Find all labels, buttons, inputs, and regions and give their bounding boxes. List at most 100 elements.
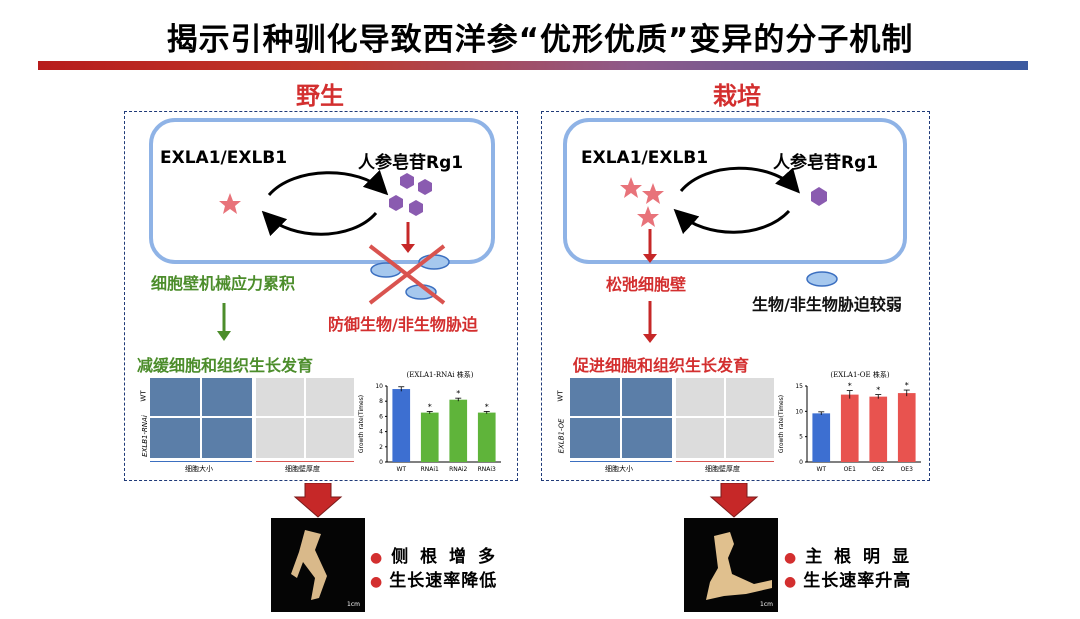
x-tick-label: WT [816, 466, 826, 473]
micrograph-image [676, 378, 724, 416]
cultivated-row-label-oe: EXLB1-OE [557, 418, 566, 454]
ginsenoside-hexagon-icons [389, 173, 432, 216]
significance-mark: * [428, 402, 432, 411]
micrograph-image [570, 378, 620, 416]
bar-OE1 [840, 394, 859, 462]
wild-label: 野生 [296, 82, 344, 110]
wild-root-photo: 1cm [271, 518, 365, 612]
wild-result-text: 减缓细胞和组织生长发育 [137, 356, 314, 375]
wild-gene-label: EXLA1/EXLB1 [160, 148, 288, 168]
expansin-star-icon [219, 193, 241, 214]
cultivated-result-text: 促进细胞和组织生长发育 [573, 356, 750, 375]
wild-bullet-2: ●生长速率降低 [370, 571, 498, 591]
wild-panel [124, 111, 518, 481]
wild-bullet-1: ●侧 根 增 多 [370, 547, 498, 567]
micrograph-image [306, 378, 354, 416]
x-tick-label: OE1 [844, 466, 857, 473]
cultivated-caption-wall-thickness: 细胞壁厚度 [705, 465, 740, 473]
micrograph-image [256, 418, 304, 458]
micrograph-image [150, 418, 200, 458]
y-tick-label: 8 [379, 398, 383, 405]
x-tick-label: OE2 [872, 466, 885, 473]
micrograph-image [622, 418, 672, 458]
wild-row-label-rnai: EXLB1-RNAi [140, 415, 149, 457]
wild-caption-wall-thickness: 细胞壁厚度 [285, 465, 320, 473]
x-tick-label: OE3 [901, 466, 914, 473]
wild-scale-label: 1cm [347, 601, 360, 608]
cultivated-panel [541, 111, 930, 481]
micrograph-image [622, 378, 672, 416]
x-tick-label: WT [396, 466, 406, 473]
bar-RNAi3 [477, 412, 496, 462]
x-tick-label: RNAi2 [449, 466, 467, 473]
cultivated-diagram-graphics [620, 166, 838, 343]
wild-growth-chart: (EXLA1-RNAi 株系) Growth rate(Times) 0 2 4 6 8 10… [358, 370, 501, 473]
wild-diagram-graphics [217, 169, 450, 341]
cycle-arrow-bottom [673, 208, 791, 235]
cultivated-gene-label: EXLA1/EXLB1 [581, 148, 709, 168]
micrograph-image [202, 378, 252, 416]
y-axis-label: Growth rate(Times) [358, 395, 365, 453]
y-tick-label: 5 [799, 434, 803, 441]
cultivated-down-arrow-icon [709, 483, 759, 518]
stress-weak-text: 生物/非生物胁迫较弱 [752, 295, 902, 314]
y-tick-label: 2 [379, 444, 383, 451]
significance-mark: * [876, 386, 880, 395]
defense-text: 防御生物/非生物胁迫 [328, 315, 478, 334]
micrograph-image [202, 418, 252, 458]
page-title: 揭示引种驯化导致西洋参“优形优质”变异的分子机制 [166, 22, 914, 58]
cultivated-scale-label: 1cm [760, 601, 773, 608]
chart-title: (EXLA1-OE 株系) [830, 370, 889, 379]
cell-wall-stress-text: 细胞壁机械应力累积 [151, 274, 296, 293]
cultivated-bullet-2: ●生长速率升高 [784, 571, 912, 591]
micrograph-image [306, 418, 354, 458]
x-tick-label: RNAi1 [421, 466, 439, 473]
y-axis-label: Growth rate(Times) [778, 395, 785, 453]
title-divider [38, 61, 1028, 70]
micrograph-image [726, 378, 774, 416]
microbe-icon [806, 271, 838, 287]
y-tick-label: 6 [379, 413, 383, 420]
bar-WT [392, 389, 411, 462]
significance-mark: * [456, 389, 460, 398]
bar-OE2 [869, 396, 888, 462]
cultivated-row-label-wt: WT [556, 390, 565, 402]
y-tick-label: 4 [379, 429, 383, 436]
significance-mark: * [485, 402, 489, 411]
bar-RNAi1 [420, 412, 439, 462]
wild-caption-cell-size: 细胞大小 [185, 465, 213, 473]
bar-RNAi2 [449, 399, 468, 462]
micrograph-image [676, 418, 724, 458]
bar-OE3 [897, 393, 916, 462]
significance-mark: * [848, 382, 852, 391]
cultivated-root-photo: 1cm [684, 518, 778, 612]
wild-down-arrow-icon [293, 483, 343, 518]
y-tick-label: 10 [795, 408, 803, 415]
expansin-star-icons [620, 177, 664, 227]
wild-ginsenoside-label: 人参皂苷Rg1 [358, 153, 464, 173]
x-tick-label: RNAi3 [478, 466, 496, 473]
ginsenoside-hexagon-icon [811, 187, 827, 206]
cycle-arrow-top [679, 166, 801, 194]
micrograph-image [570, 418, 620, 458]
loosen-wall-text: 松弛细胞壁 [606, 275, 687, 294]
wild-cell [149, 118, 495, 264]
wild-row-label-wt: WT [139, 390, 148, 402]
micrograph-image [150, 378, 200, 416]
micrograph-image [256, 378, 304, 416]
y-tick-label: 15 [795, 383, 803, 390]
cultivated-cell [563, 118, 907, 264]
micrograph-image [726, 418, 774, 458]
y-tick-label: 0 [379, 459, 383, 466]
y-tick-label: 10 [375, 383, 383, 390]
bar-WT [812, 413, 831, 462]
cultivated-caption-cell-size: 细胞大小 [605, 465, 633, 473]
chart-title: (EXLA1-RNAi 株系) [407, 370, 474, 379]
significance-mark: * [905, 381, 909, 390]
cycle-arrow-bottom [261, 210, 378, 237]
cycle-arrow-top [267, 169, 389, 197]
cultivated-bullet-1: ●主 根 明 显 [784, 547, 912, 567]
y-tick-label: 0 [799, 459, 803, 466]
cultivated-label: 栽培 [713, 82, 761, 110]
